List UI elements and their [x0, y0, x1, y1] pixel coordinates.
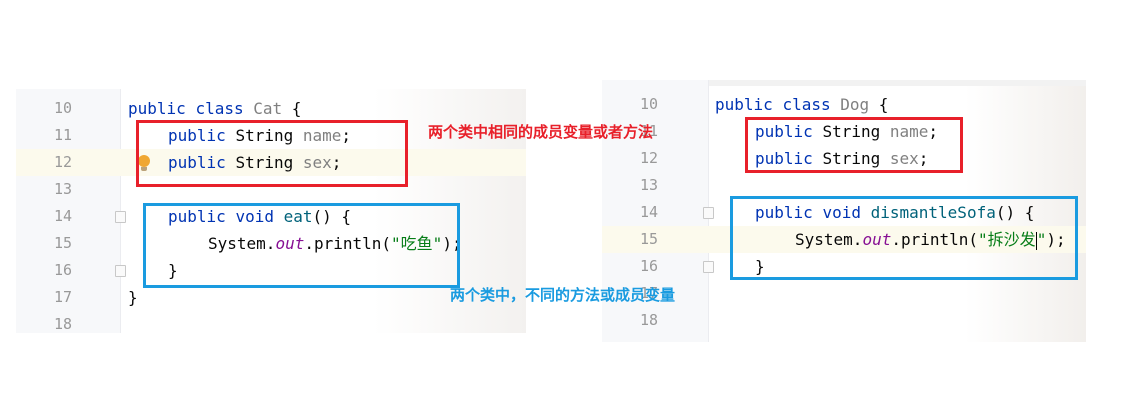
code-line[interactable]: 15 System.out.println("吃鱼"); — [16, 230, 526, 257]
line-number: 10 — [53, 99, 72, 117]
line-number: 11 — [639, 122, 658, 140]
fold-icon[interactable] — [115, 265, 126, 277]
line-number: 16 — [53, 261, 72, 279]
code-line[interactable]: 10 public class Cat { — [16, 95, 526, 122]
same-members-box-right — [745, 117, 963, 173]
code-line[interactable]: 16 } — [16, 257, 526, 284]
line-number-gutter — [16, 89, 121, 333]
line-number: 16 — [639, 257, 658, 275]
method-close-brace: } — [168, 261, 178, 280]
println-statement: System.out.println("拆沙发"); — [795, 230, 1066, 250]
line-number: 14 — [639, 203, 658, 221]
method-declaration: public void eat() { — [168, 207, 352, 226]
line-number: 15 — [53, 234, 72, 252]
code-line[interactable]: 18 — [602, 307, 1086, 334]
line-number: 14 — [53, 207, 72, 225]
class-declaration: public class Dog { — [715, 95, 889, 114]
editor-panel-cat: 10 public class Cat { 11 public String n… — [16, 89, 526, 333]
line-number: 18 — [639, 311, 658, 329]
line-number: 15 — [639, 230, 658, 248]
class-declaration: public class Cat { — [128, 99, 302, 118]
fold-icon[interactable] — [703, 261, 714, 273]
line-number: 17 — [53, 288, 72, 306]
line-number: 18 — [53, 315, 72, 333]
code-line[interactable]: 10 public class Dog { — [602, 91, 1086, 118]
different-members-box-left — [143, 203, 460, 288]
code-line[interactable]: 18 — [16, 311, 526, 333]
line-number: 13 — [639, 176, 658, 194]
code-line[interactable]: 13 — [16, 176, 526, 203]
line-number: 12 — [639, 149, 658, 167]
lightbulb-icon[interactable] — [138, 155, 150, 171]
method-close-brace: } — [755, 257, 765, 276]
line-number: 11 — [53, 126, 72, 144]
same-members-box-left — [136, 120, 408, 187]
code-line[interactable]: 12 public String sex; — [602, 145, 1086, 172]
line-number: 10 — [639, 95, 658, 113]
same-members-label: 两个类中相同的成员变量或者方法 — [428, 123, 654, 141]
method-declaration: public void dismantleSofa() { — [755, 203, 1035, 222]
line-number: 13 — [53, 180, 72, 198]
fold-icon[interactable] — [703, 207, 714, 219]
fold-icon[interactable] — [115, 211, 126, 223]
class-close-brace: } — [128, 288, 138, 307]
field-declaration: public String name; — [755, 122, 939, 141]
code-line[interactable]: 14 public void eat() { — [16, 203, 526, 230]
field-declaration: public String sex; — [168, 153, 342, 172]
code-line[interactable]: 11 public String name; — [16, 122, 526, 149]
different-members-label: 两个类中，不同的方法或成员变量 — [450, 286, 676, 304]
code-line[interactable]: 17 } — [16, 284, 526, 311]
code-line[interactable]: 17 — [602, 280, 1086, 307]
clipped-line — [602, 80, 1086, 86]
code-line[interactable]: 16 } — [602, 253, 1086, 280]
text-cursor — [1035, 231, 1037, 250]
code-line-current[interactable]: 12 public String sex; — [16, 149, 526, 176]
code-line[interactable]: 14 public void dismantleSofa() { — [602, 199, 1086, 226]
line-number: 17 — [639, 284, 658, 302]
different-members-box-right — [730, 196, 1078, 280]
line-number: 12 — [53, 153, 72, 171]
field-declaration: public String name; — [168, 126, 352, 145]
editor-panel-dog: 10 public class Dog { 11 public String n… — [602, 80, 1086, 342]
code-line-current[interactable]: 15 System.out.println("拆沙发"); — [602, 226, 1086, 253]
code-line[interactable]: 13 — [602, 172, 1086, 199]
field-declaration: public String sex; — [755, 149, 929, 168]
println-statement: System.out.println("吃鱼"); — [208, 234, 462, 253]
code-line[interactable]: 11 public String name; — [602, 118, 1086, 145]
